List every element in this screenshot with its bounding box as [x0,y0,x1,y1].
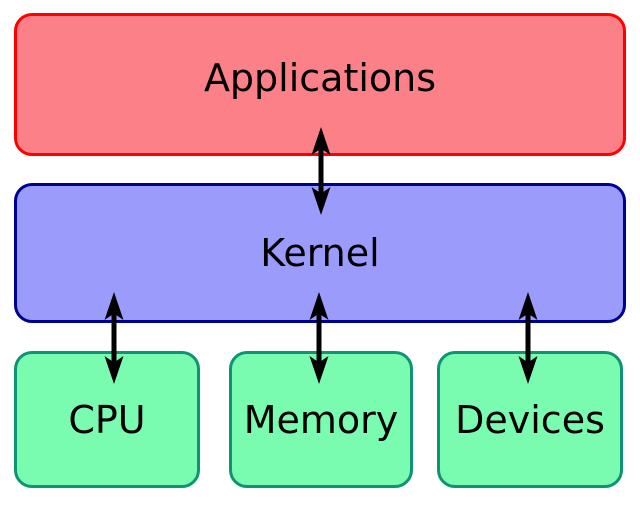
node-kernel: Kernel [14,183,626,323]
node-cpu: CPU [14,351,200,488]
node-applications: Applications [14,13,626,156]
node-memory-label: Memory [243,397,399,442]
node-memory: Memory [229,351,413,488]
node-devices: Devices [437,351,623,488]
node-devices-label: Devices [455,397,605,442]
node-applications-label: Applications [203,55,437,100]
node-kernel-label: Kernel [260,231,380,275]
node-cpu-label: CPU [68,397,146,442]
